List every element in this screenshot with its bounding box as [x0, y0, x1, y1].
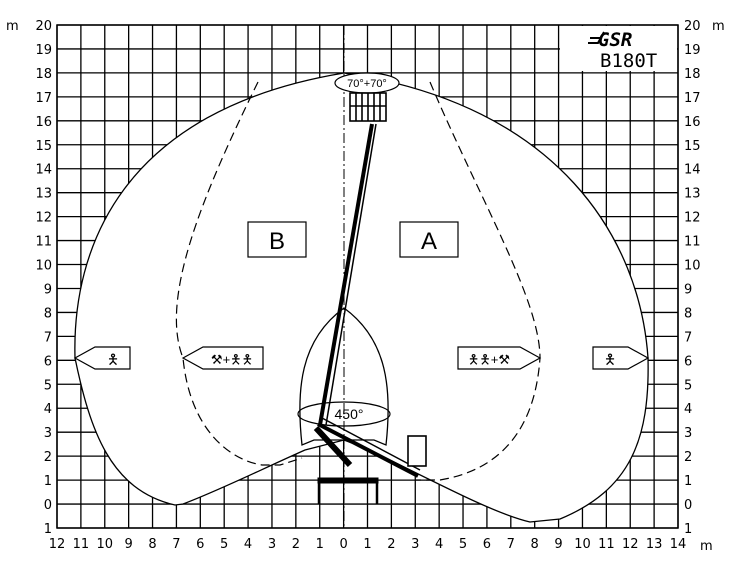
axis-tick-label: 1: [684, 522, 692, 537]
axis-tick-label: 0: [684, 498, 692, 513]
axis-tick-label: 18: [684, 67, 701, 82]
axis-tick-label: 3: [411, 537, 419, 552]
axis-tick-label: 3: [44, 426, 52, 441]
axis-tick-label: 10: [574, 537, 591, 552]
axis-tick-label: 1: [316, 537, 324, 552]
axis-tick-label: 17: [684, 91, 701, 106]
axis-tick-label: 11: [73, 537, 90, 552]
zone-b-boundary: [175, 81, 303, 466]
axis-tick-label: 12: [622, 537, 639, 552]
axis-tick-label: 9: [554, 537, 562, 552]
axis-tick-label: 7: [172, 537, 180, 552]
axis-tick-label: 7: [507, 537, 515, 552]
axis-tick-label: 13: [35, 187, 52, 202]
brand-logo-icon: [588, 31, 605, 44]
axis-tick-label: 11: [684, 235, 701, 250]
person-icon: 🯅: [604, 351, 616, 367]
axis-tick-label: 18: [35, 67, 52, 82]
axis-tick-label: 12: [49, 537, 66, 552]
axis-tick-label: 9: [684, 282, 692, 297]
axis-tick-label: 4: [435, 537, 443, 552]
axis-tick-label: 12: [684, 211, 701, 226]
axis-tick-label: 1: [684, 474, 692, 489]
axis-tick-label: 16: [684, 115, 701, 130]
axis-tick-label: 6: [684, 354, 692, 369]
axis-tick-label: 8: [148, 537, 156, 552]
zone-b-label: B: [269, 228, 285, 255]
axis-tick-label: 20: [35, 19, 52, 34]
axis-tick-label: 11: [35, 235, 52, 250]
axis-tick-label: 1: [363, 537, 371, 552]
axis-tick-label: 5: [684, 378, 692, 393]
stowed-basket: [407, 435, 427, 467]
x-unit: m: [700, 539, 713, 554]
axis-tick-label: 1: [44, 522, 52, 537]
axis-tick-label: 6: [44, 354, 52, 369]
zone-a-boundary: [415, 81, 541, 481]
axis-tick-label: 19: [684, 43, 701, 58]
axis-tick-label: 2: [684, 450, 692, 465]
axis-tick-label: 8: [44, 306, 52, 321]
axis-tick-label: 16: [35, 115, 52, 130]
axis-tick-label: 4: [244, 537, 252, 552]
axis-tick-label: 1: [44, 474, 52, 489]
persons-tools-icon: 🯅🯅+⚒: [468, 352, 510, 367]
platform-basket: [349, 92, 387, 122]
person-icon: 🯅: [107, 351, 119, 367]
axis-tick-label: 15: [35, 139, 52, 154]
axis-tick-label: 14: [35, 163, 52, 178]
axis-tick-label: 20: [684, 19, 701, 34]
axis-tick-label: 0: [339, 537, 347, 552]
axis-tick-label: 7: [44, 330, 52, 345]
axis-tick-label: 17: [35, 91, 52, 106]
turret-rotation-label: 450°: [335, 406, 364, 422]
grid-frame: [56, 24, 679, 529]
axis-tick-label: 11: [598, 537, 615, 552]
y-unit-left: m: [6, 19, 19, 34]
axis-tick-label: 3: [684, 426, 692, 441]
axis-tick-label: 5: [44, 378, 52, 393]
axis-tick-label: 4: [684, 402, 692, 417]
zone-a-label: A: [421, 228, 437, 255]
axis-tick-label: 14: [670, 537, 687, 552]
axis-tick-label: 8: [531, 537, 539, 552]
axis-tick-label: 4: [44, 402, 52, 417]
chassis: [317, 477, 379, 504]
axis-tick-label: 9: [125, 537, 133, 552]
axis-tick-label: 2: [387, 537, 395, 552]
boom: [313, 123, 421, 478]
axis-tick-label: 7: [684, 330, 692, 345]
axis-tick-label: 13: [646, 537, 663, 552]
load-tag-left-outer: 🯅: [73, 346, 131, 370]
axis-tick-label: 10: [684, 259, 701, 274]
load-tag-left-inner: ⚒+🯅🯅: [181, 346, 264, 370]
axis-tick-label: 5: [220, 537, 228, 552]
load-tag-right-outer: 🯅: [592, 346, 650, 370]
outer-working-envelope: [74, 72, 649, 523]
axis-tick-label: 2: [44, 450, 52, 465]
axis-tick-label: 14: [684, 163, 701, 178]
load-tag-right-inner: 🯅🯅+⚒: [457, 346, 542, 370]
axis-tick-label: 2: [292, 537, 300, 552]
axis-tick-label: 6: [196, 537, 204, 552]
axis-tick-label: 5: [459, 537, 467, 552]
axis-tick-label: 12: [35, 211, 52, 226]
brand-logo: GSR: [598, 29, 632, 51]
axis-tick-label: 10: [35, 259, 52, 274]
axis-tick-label: 3: [268, 537, 276, 552]
axis-tick-label: 13: [684, 187, 701, 202]
axis-tick-label: 15: [684, 139, 701, 154]
basket-rotation-label: 70°+70°: [347, 78, 387, 90]
axis-tick-label: 6: [483, 537, 491, 552]
model-name: B180T: [600, 50, 657, 72]
axis-tick-label: 0: [44, 498, 52, 513]
axis-tick-label: 8: [684, 306, 692, 321]
axis-tick-label: 9: [44, 282, 52, 297]
tools-persons-icon: ⚒+🯅🯅: [211, 352, 253, 367]
axis-tick-label: 10: [96, 537, 113, 552]
y-unit-right: m: [712, 19, 725, 34]
axis-tick-label: 19: [35, 43, 52, 58]
